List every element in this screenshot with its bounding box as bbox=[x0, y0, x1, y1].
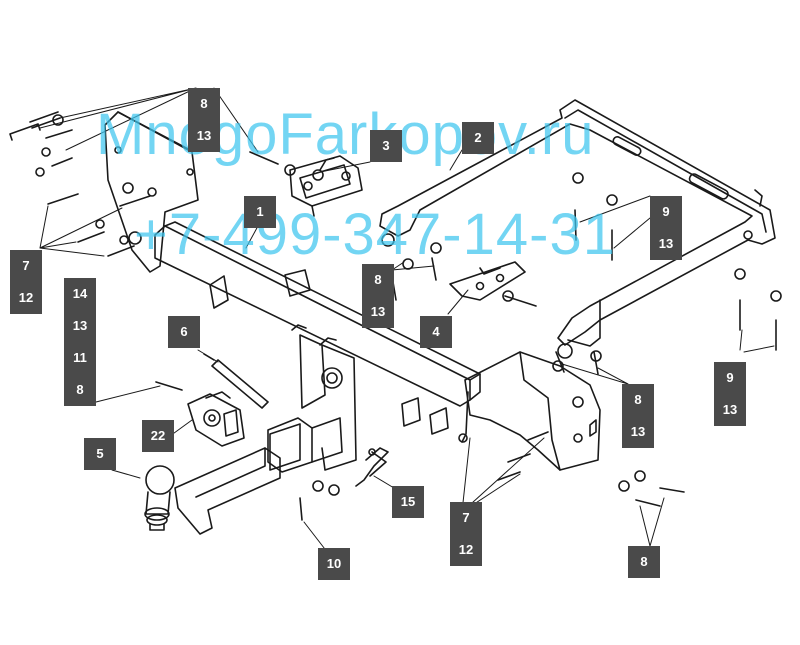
callout-part-4: 4 bbox=[420, 316, 452, 348]
callout-text: 9 bbox=[662, 204, 670, 219]
bracket-part-3 bbox=[289, 155, 363, 217]
callout-14-13-11-8: 14 13 11 8 bbox=[64, 278, 96, 406]
callout-text: 12 bbox=[458, 542, 474, 557]
callout-text: 7 bbox=[462, 510, 470, 525]
callout-8-13-right: 8 13 bbox=[622, 384, 654, 448]
callout-8-bottom-right: 8 bbox=[628, 546, 660, 578]
callout-text: 12 bbox=[18, 290, 34, 305]
right-side-plate bbox=[458, 351, 601, 471]
callout-7-12-left: 7 12 bbox=[10, 250, 42, 314]
callout-8-13-top: 8 13 bbox=[188, 88, 220, 152]
callout-9-13-far-right: 9 13 bbox=[714, 362, 746, 426]
socket-plate-part-22 bbox=[187, 391, 245, 447]
callout-text: 8 bbox=[374, 272, 382, 287]
callout-text: 8 bbox=[634, 392, 642, 407]
callout-part-15: 15 bbox=[392, 486, 424, 518]
callout-text: 11 bbox=[73, 350, 87, 365]
callout-part-22: 22 bbox=[142, 420, 174, 452]
callout-part-1: 1 bbox=[244, 196, 276, 228]
callout-part-10: 10 bbox=[318, 548, 350, 580]
hitch-receiver bbox=[267, 324, 357, 473]
washers-and-nuts bbox=[35, 114, 782, 496]
callout-8-13-mid: 8 13 bbox=[362, 264, 394, 328]
callout-part-2: 2 bbox=[462, 122, 494, 154]
callout-text: 7 bbox=[22, 258, 30, 273]
callout-part-5: 5 bbox=[84, 438, 116, 470]
callout-text: 8 bbox=[76, 382, 84, 397]
callout-9-13-right: 9 13 bbox=[650, 196, 682, 260]
callout-text: 13 bbox=[196, 128, 212, 143]
callout-text: 13 bbox=[658, 236, 674, 251]
mounting-frame-part-2 bbox=[379, 99, 776, 359]
crossbar-part-1 bbox=[154, 221, 481, 435]
callout-text: 13 bbox=[722, 402, 738, 417]
watermark-site: MnogoFarkopov.ru bbox=[96, 102, 595, 167]
callout-text: 14 bbox=[72, 286, 88, 301]
callout-part-3: 3 bbox=[370, 130, 402, 162]
callout-text: 9 bbox=[726, 370, 734, 385]
ball-mount-part-5 bbox=[144, 447, 281, 535]
callout-part-6: 6 bbox=[168, 316, 200, 348]
callout-text: 8 bbox=[200, 96, 208, 111]
leader-lines bbox=[39, 87, 775, 567]
pin-part-6 bbox=[203, 353, 269, 409]
callout-text: 13 bbox=[72, 318, 88, 333]
callout-7-12-bottom: 7 12 bbox=[450, 502, 482, 566]
callout-text: 13 bbox=[630, 424, 646, 439]
bracket-part-4 bbox=[449, 261, 526, 301]
callout-text: 13 bbox=[370, 304, 386, 319]
clip-part-15 bbox=[355, 447, 389, 487]
left-side-plate bbox=[104, 111, 199, 273]
watermark-phone: +7-499-347-14-31 bbox=[134, 202, 616, 267]
